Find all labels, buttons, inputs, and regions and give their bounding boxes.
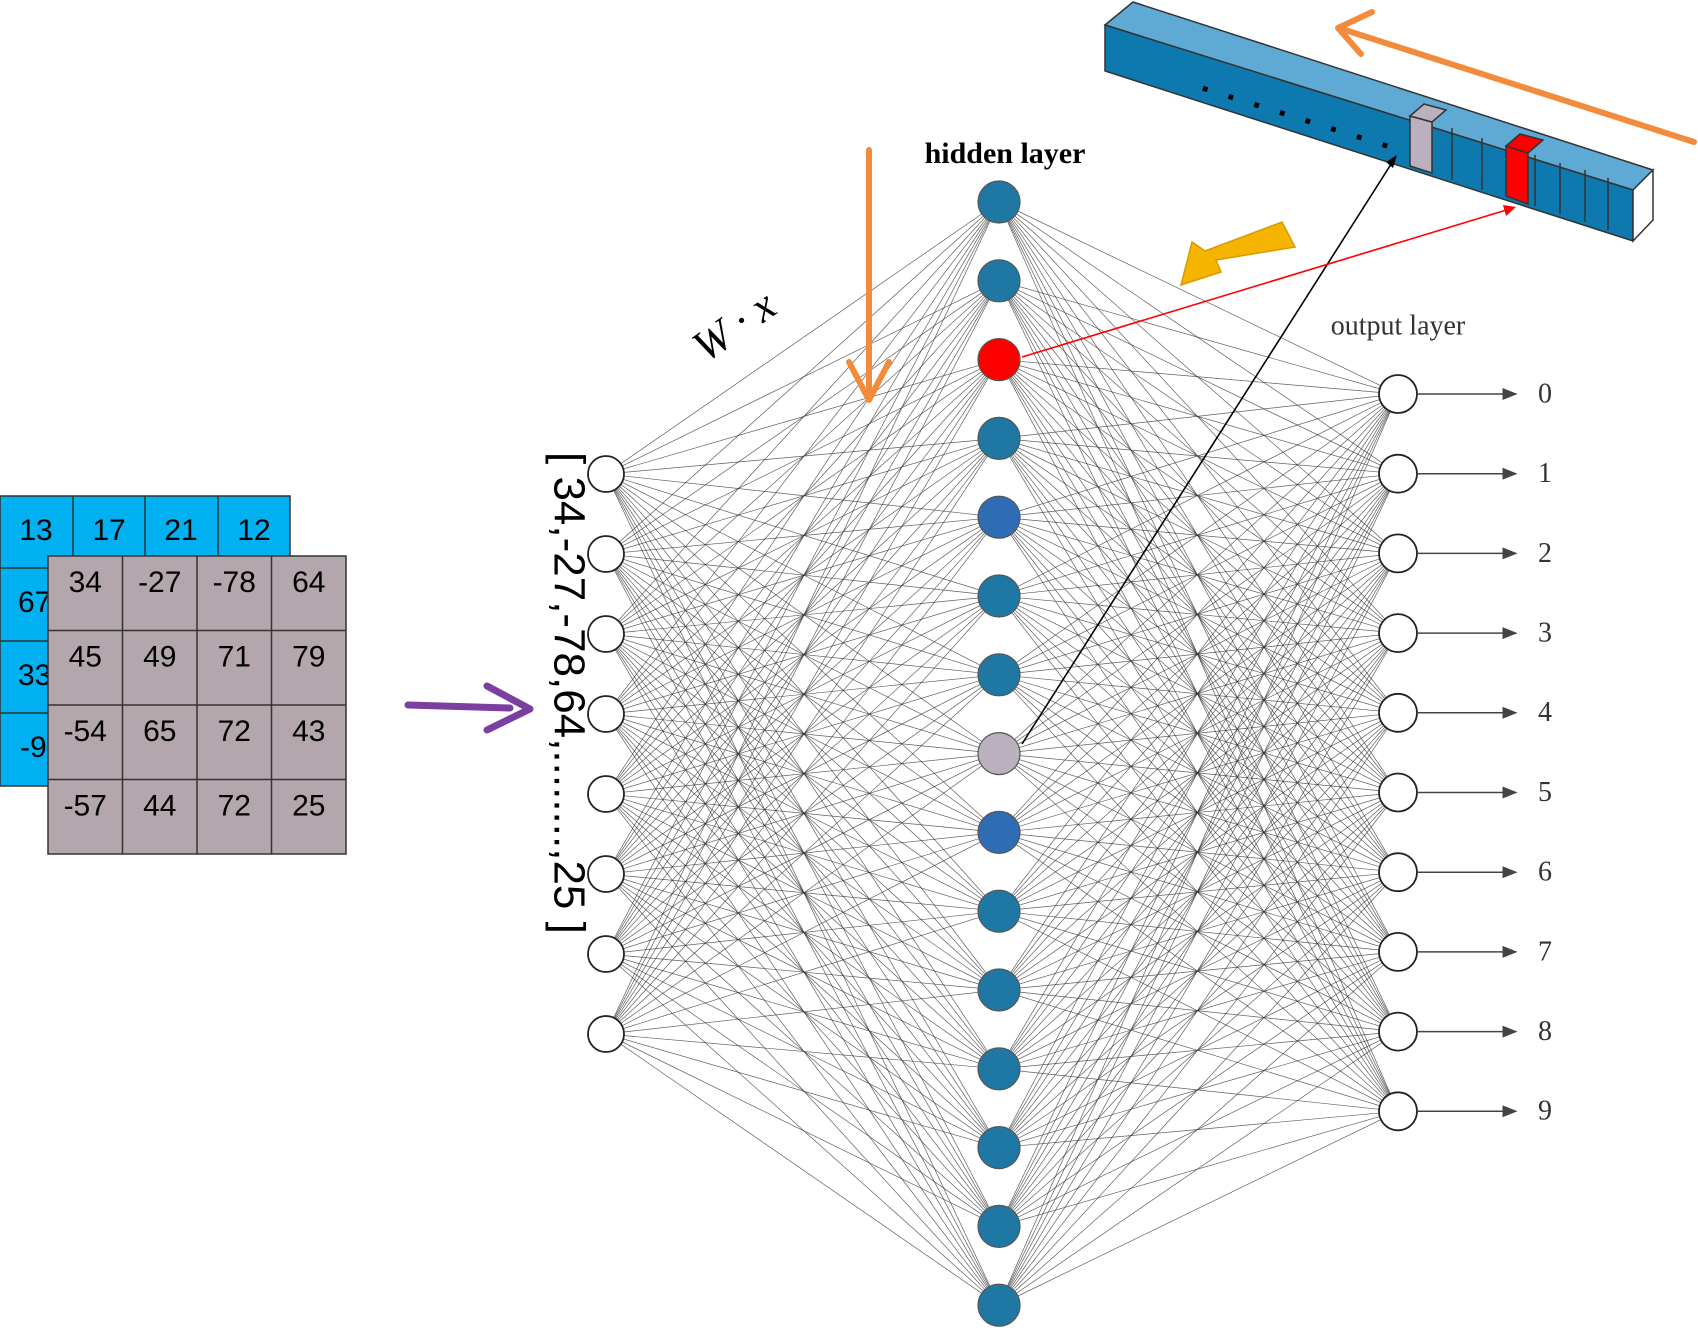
- hidden-node: [977, 416, 1021, 460]
- weight-formula-label: W · x: [683, 280, 785, 372]
- back-matrix-cell: 21: [164, 514, 197, 547]
- front-matrix-cell: -27: [138, 566, 181, 599]
- hidden-node: [977, 1125, 1021, 1170]
- front-matrix-cell: -78: [213, 566, 256, 599]
- output-label: 0: [1538, 378, 1552, 409]
- bar-end-face: [1632, 168, 1654, 243]
- output-node: [1378, 1091, 1418, 1132]
- back-matrix-cell: 17: [92, 514, 125, 547]
- back-matrix-cell: 13: [19, 514, 52, 547]
- front-matrix: 34 -27 -78 64 45 49 71 79 -54 65 72 43 -57 44 72 25: [47, 555, 347, 855]
- input-node: [587, 1015, 625, 1053]
- hidden-output-connections: [998, 201, 1399, 1306]
- output-label: 7: [1538, 936, 1552, 967]
- output-label: 8: [1538, 1016, 1552, 1047]
- output-node: [1378, 453, 1418, 494]
- hidden-node: [977, 495, 1021, 539]
- input-node: [587, 935, 625, 973]
- input-node: [587, 455, 625, 493]
- hidden-node: [977, 889, 1021, 933]
- hidden-node: [977, 1204, 1021, 1249]
- input-vector-label: [ 34,-27,-78,64,........,25 ]: [544, 452, 593, 934]
- output-node: [1378, 852, 1418, 893]
- front-matrix-cell: 64: [292, 566, 325, 599]
- hidden-node-highlighted-gray: [977, 731, 1021, 776]
- input-node: [587, 695, 625, 733]
- output-layer-label: output layer: [1331, 310, 1466, 341]
- bar-gray-cell: [1409, 115, 1433, 175]
- output-label: 1: [1538, 458, 1552, 489]
- output-node: [1378, 692, 1418, 733]
- front-matrix-cell: 45: [69, 640, 102, 673]
- output-label: 9: [1538, 1096, 1552, 1127]
- front-matrix-cell: 25: [292, 789, 325, 822]
- purple-arrow: [404, 682, 534, 734]
- output-node: [1378, 1011, 1418, 1052]
- pointer-lines: [1021, 155, 1516, 745]
- input-node: [587, 535, 625, 573]
- output-node: [1378, 932, 1418, 972]
- input-node: [587, 615, 625, 653]
- hidden-node: [977, 968, 1021, 1012]
- hidden-node: [977, 1047, 1021, 1091]
- front-matrix-cell: -54: [64, 715, 107, 748]
- hidden-node: [977, 1283, 1021, 1327]
- front-matrix-cell: 72: [218, 789, 251, 822]
- back-matrix-cell: 33: [18, 659, 51, 692]
- output-node: [1378, 772, 1418, 813]
- front-matrix-cell: 71: [218, 640, 251, 673]
- front-matrix-cell: 65: [143, 715, 176, 748]
- output-label: 4: [1538, 697, 1552, 728]
- hidden-node: [977, 810, 1021, 855]
- input-node: [587, 775, 625, 813]
- front-matrix-cell: -57: [64, 789, 107, 822]
- output-layer: 0 1 2 3 4 5 6 7 8 9: [1378, 374, 1552, 1132]
- output-node: [1378, 374, 1418, 414]
- front-matrix-cell: 79: [292, 640, 325, 673]
- output-node: [1378, 613, 1418, 653]
- input-hidden-connections: [605, 201, 1000, 1306]
- hidden-node: [977, 574, 1021, 618]
- back-matrix-cell: -9: [20, 731, 47, 764]
- output-label: 2: [1538, 538, 1552, 569]
- output-node: [1378, 533, 1418, 574]
- front-matrix-cell: 34: [69, 566, 102, 599]
- hidden-layer: [977, 180, 1021, 1327]
- hidden-node: [977, 180, 1021, 224]
- front-matrix-cell: 43: [292, 715, 325, 748]
- hidden-node: [977, 259, 1021, 303]
- output-label: 3: [1538, 618, 1552, 649]
- back-matrix-cell: 67: [18, 586, 51, 619]
- orange-diagonal-arrow: [1335, 9, 1697, 145]
- hidden-node: [977, 653, 1021, 697]
- back-matrix-cell: 12: [237, 514, 270, 547]
- front-matrix-cell: 72: [218, 715, 251, 748]
- front-matrix-cell: 44: [143, 789, 176, 822]
- hidden-node-highlighted-red: [977, 338, 1021, 382]
- output-label: 6: [1538, 857, 1552, 888]
- output-label: 5: [1538, 777, 1552, 808]
- front-matrix-cell: 49: [143, 640, 176, 673]
- bar-red-cell: [1505, 144, 1529, 206]
- orange-down-arrow: [846, 147, 892, 403]
- hidden-layer-label: hidden layer: [925, 137, 1086, 170]
- input-layer: [587, 455, 625, 1053]
- yellow-block-arrow: [1179, 221, 1297, 287]
- input-node: [587, 855, 625, 893]
